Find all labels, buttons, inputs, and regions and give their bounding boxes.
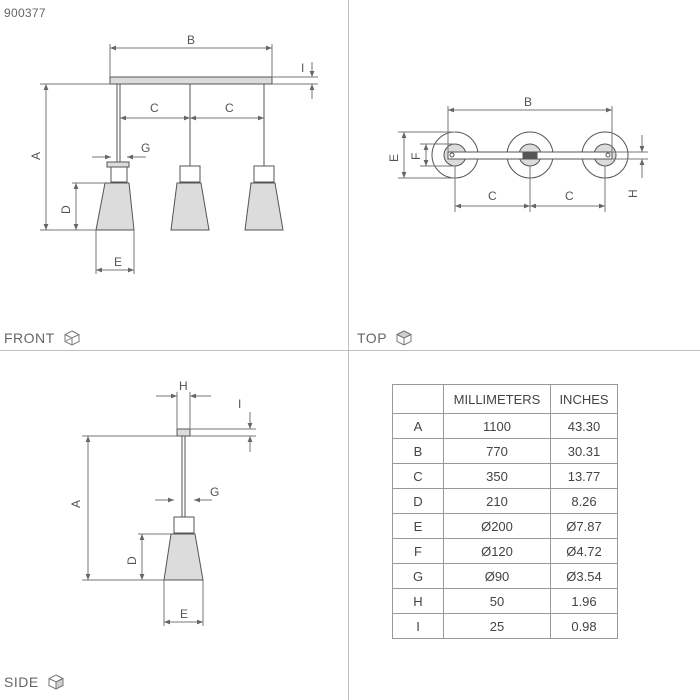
side-dim-h: H bbox=[179, 379, 188, 393]
row-mm: 350 bbox=[443, 463, 551, 489]
row-key: B bbox=[392, 438, 444, 464]
row-key: A bbox=[392, 413, 444, 439]
cube-top-icon bbox=[395, 329, 413, 347]
side-view bbox=[82, 392, 256, 626]
front-lamp-3 bbox=[244, 165, 284, 231]
table-header-mm: MILLIMETERS bbox=[443, 384, 551, 414]
top-view bbox=[398, 106, 648, 212]
row-in: Ø7.87 bbox=[550, 513, 618, 539]
side-label-text: SIDE bbox=[4, 674, 39, 690]
top-dim-h: H bbox=[626, 189, 640, 198]
row-key: H bbox=[392, 588, 444, 614]
front-view bbox=[40, 44, 318, 274]
row-in: Ø4.72 bbox=[550, 538, 618, 564]
row-in: 13.77 bbox=[550, 463, 618, 489]
top-view-label: TOP bbox=[357, 329, 413, 347]
row-mm: 1100 bbox=[443, 413, 551, 439]
cube-side-icon bbox=[47, 673, 65, 691]
product-code: 900377 bbox=[4, 6, 46, 20]
front-dim-i: I bbox=[301, 61, 304, 75]
row-key: F bbox=[392, 538, 444, 564]
cube-front-icon bbox=[63, 329, 81, 347]
front-label-text: FRONT bbox=[4, 330, 55, 346]
front-view-label: FRONT bbox=[4, 329, 81, 347]
row-key: G bbox=[392, 563, 444, 589]
side-dim-a: A bbox=[69, 500, 83, 508]
top-dim-c1: C bbox=[488, 189, 497, 203]
row-in: 8.26 bbox=[550, 488, 618, 514]
front-canopy bbox=[109, 76, 273, 85]
front-dim-g: G bbox=[141, 141, 150, 155]
side-dim-d: D bbox=[125, 556, 139, 565]
horizontal-divider bbox=[0, 350, 700, 351]
top-label-text: TOP bbox=[357, 330, 388, 346]
front-dim-c2: C bbox=[225, 101, 234, 115]
row-in: 30.31 bbox=[550, 438, 618, 464]
row-key: C bbox=[392, 463, 444, 489]
row-mm: 25 bbox=[443, 613, 551, 639]
front-dim-a: A bbox=[29, 152, 43, 160]
row-mm: 210 bbox=[443, 488, 551, 514]
top-dim-c2: C bbox=[565, 189, 574, 203]
row-key: D bbox=[392, 488, 444, 514]
table-header-in: INCHES bbox=[550, 384, 618, 414]
side-view-label: SIDE bbox=[4, 673, 65, 691]
side-dim-e: E bbox=[180, 607, 188, 621]
row-in: 43.30 bbox=[550, 413, 618, 439]
row-mm: Ø120 bbox=[443, 538, 551, 564]
table-header-key bbox=[392, 384, 444, 414]
row-mm: Ø200 bbox=[443, 513, 551, 539]
top-dim-b: B bbox=[524, 95, 532, 109]
top-dim-f: F bbox=[409, 153, 423, 160]
side-dim-g: G bbox=[210, 485, 219, 499]
front-dim-b: B bbox=[187, 33, 195, 47]
row-mm: 770 bbox=[443, 438, 551, 464]
row-key: E bbox=[392, 513, 444, 539]
side-canopy bbox=[176, 428, 191, 437]
row-in: 1.96 bbox=[550, 588, 618, 614]
table-header-row: MILLIMETERS INCHES bbox=[392, 384, 618, 414]
front-dim-c1: C bbox=[150, 101, 159, 115]
front-lamp-1 bbox=[95, 161, 135, 231]
row-mm: Ø90 bbox=[443, 563, 551, 589]
side-dim-i: I bbox=[238, 397, 241, 411]
front-lamp-2 bbox=[170, 165, 210, 231]
front-dim-d: D bbox=[59, 205, 73, 214]
row-key: I bbox=[392, 613, 444, 639]
side-lamp bbox=[163, 516, 204, 581]
row-mm: 50 bbox=[443, 588, 551, 614]
row-in: Ø3.54 bbox=[550, 563, 618, 589]
row-in: 0.98 bbox=[550, 613, 618, 639]
front-dim-e: E bbox=[114, 255, 122, 269]
top-dim-e: E bbox=[387, 154, 401, 162]
